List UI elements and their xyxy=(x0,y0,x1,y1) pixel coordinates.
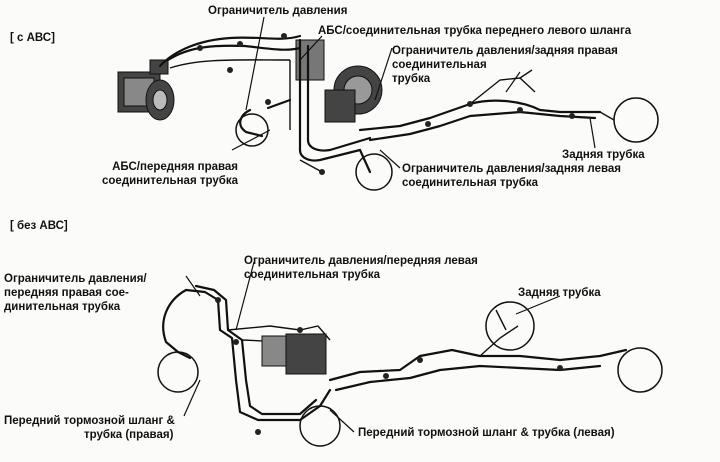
label-limiter-rear-right-line2: соединительная xyxy=(392,59,487,71)
bottom-leader-lines xyxy=(183,261,561,433)
label-pressure-limiter: Ограничитель давления xyxy=(208,5,348,17)
label-front-hose-right: Передний тормозной шланг & трубка (права… xyxy=(4,414,175,442)
label-limiter-front-right-line2: передняя правая сое- xyxy=(4,287,129,299)
label-front-hose-right-line1: Передний тормозной шланг & xyxy=(4,415,175,427)
label-rear-tube-bottom: Задняя трубка xyxy=(518,287,601,299)
lower-front-right-disc xyxy=(157,351,199,393)
label-limiter-front-left-line1: Ограничитель давления/передняя левая xyxy=(244,255,478,267)
lower-master-cylinder xyxy=(285,333,327,375)
abs-actuator xyxy=(117,59,175,121)
label-limiter-rear-left-line2: соединительная трубка xyxy=(402,177,539,189)
with-abs-heading: [ с АВС] xyxy=(10,32,55,44)
non-abs-system-drawing xyxy=(157,284,663,447)
label-limiter-front-left: Ограничитель давления/передняя левая сое… xyxy=(244,254,478,282)
label-abs-front-right-line2: соединительная трубка xyxy=(102,175,239,187)
label-limiter-rear-left: Ограничитель давления/задняя левая соеди… xyxy=(402,162,621,190)
label-limiter-rear-left-line1: Ограничитель давления/задняя левая xyxy=(402,163,621,175)
top-leader-lines xyxy=(231,16,596,169)
label-abs-front-right: АБС/передняя правая соединительная трубк… xyxy=(102,160,238,188)
lower-front-left-disc xyxy=(299,405,341,447)
label-abs-front-right-line1: АБС/передняя правая xyxy=(112,161,239,173)
label-limiter-rear-right-line3: трубка xyxy=(392,73,431,85)
label-front-hose-left: Передний тормозной шланг & трубка (левая… xyxy=(358,427,615,439)
label-rear-tube-top: Задняя трубка xyxy=(562,149,645,161)
abs-system-drawing xyxy=(117,33,659,191)
lower-rear-right-disc xyxy=(617,347,663,393)
without-abs-heading: [ без АВС] xyxy=(10,220,68,232)
label-limiter-front-right-line3: динительная трубка xyxy=(4,301,121,313)
label-limiter-front-left-line2: соединительная трубка xyxy=(244,269,381,281)
front-right-disc xyxy=(235,113,269,147)
label-limiter-rear-right-line1: Ограничитель давления/задняя правая xyxy=(392,45,618,57)
lower-rear-left-disc xyxy=(485,301,535,351)
front-left-disc xyxy=(355,153,393,191)
label-front-hose-right-line2: трубка (правая) xyxy=(84,429,174,441)
label-limiter-front-right: Ограничитель давления/ передняя правая с… xyxy=(4,272,147,314)
label-limiter-rear-right: Ограничитель давления/задняя правая соед… xyxy=(392,44,618,86)
label-limiter-front-right-line1: Ограничитель давления/ xyxy=(4,273,147,285)
label-abs-front-left-tube: АБС/соединительная трубка переднего лево… xyxy=(318,25,632,37)
rear-right-disc xyxy=(613,97,659,143)
